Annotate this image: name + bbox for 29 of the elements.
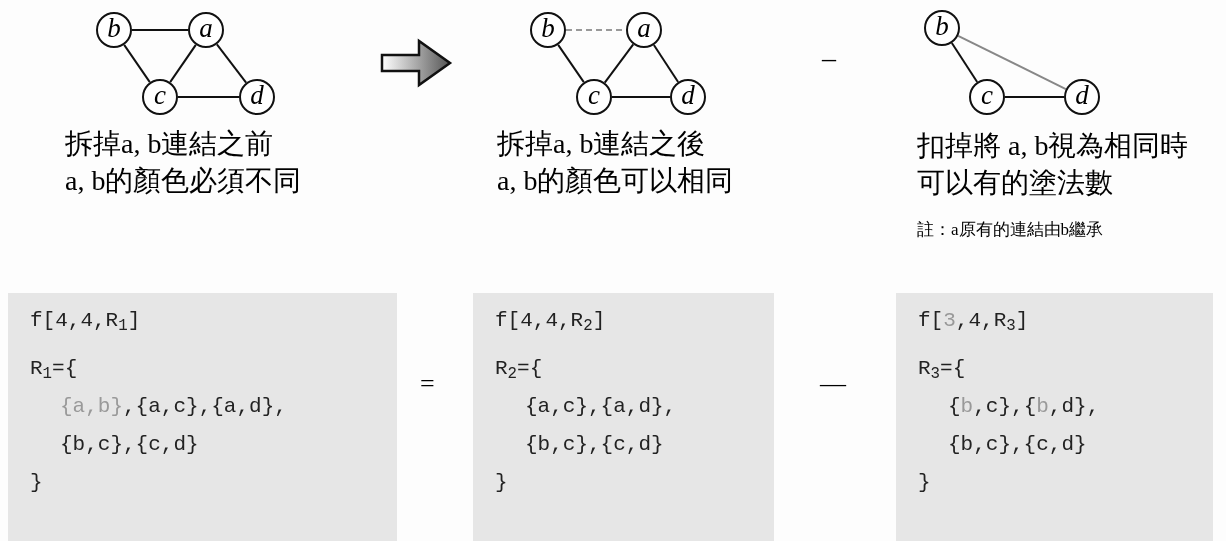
code-line: {b,c},{c,d} <box>525 432 664 458</box>
operator-sign: = <box>420 368 435 400</box>
code-line: {a,c},{a,d}, <box>525 394 677 420</box>
caption-text: a, b的顏色必須不同 <box>65 164 302 198</box>
caption-text: 拆掉a, b連結之前 <box>65 127 274 161</box>
code-line: R$_{3}$={ <box>918 356 966 383</box>
caption-text: a, b的顏色可以相同 <box>497 164 734 198</box>
code-line: } <box>495 470 508 496</box>
graph-edge <box>131 29 189 31</box>
operator-sign: – <box>822 41 836 75</box>
code-line: {b,c},{c,d} <box>60 432 199 458</box>
graph-edge <box>1004 96 1065 98</box>
code-line: } <box>918 470 931 496</box>
operator-sign: — <box>820 368 846 400</box>
code-line: {a,b},{a,c},{a,d}, <box>60 394 287 420</box>
graph-edge <box>177 96 240 98</box>
code-line: R$_{2}$={ <box>495 356 543 383</box>
code-line: f[4,4,R$_{2}$] <box>495 308 606 335</box>
graph-edge <box>611 96 671 98</box>
code-line: f[4,4,R$_{1}$] <box>30 308 141 335</box>
code-line: R$_{1}$={ <box>30 356 78 383</box>
code-line: f[3,4,R$_{3}$] <box>918 308 1029 335</box>
caption-text: 可以有的塗法數 <box>917 166 1113 200</box>
code-line: {b,c},{c,d} <box>948 432 1087 458</box>
code-line: } <box>30 470 43 496</box>
caption-text: 註：a原有的連結由b繼承 <box>917 219 1104 241</box>
caption-text: 扣掉將 a, b視為相同時 <box>917 129 1189 163</box>
caption-text: 拆掉a, b連結之後 <box>497 127 706 161</box>
code-line: {b,c},{b,d}, <box>948 394 1100 420</box>
